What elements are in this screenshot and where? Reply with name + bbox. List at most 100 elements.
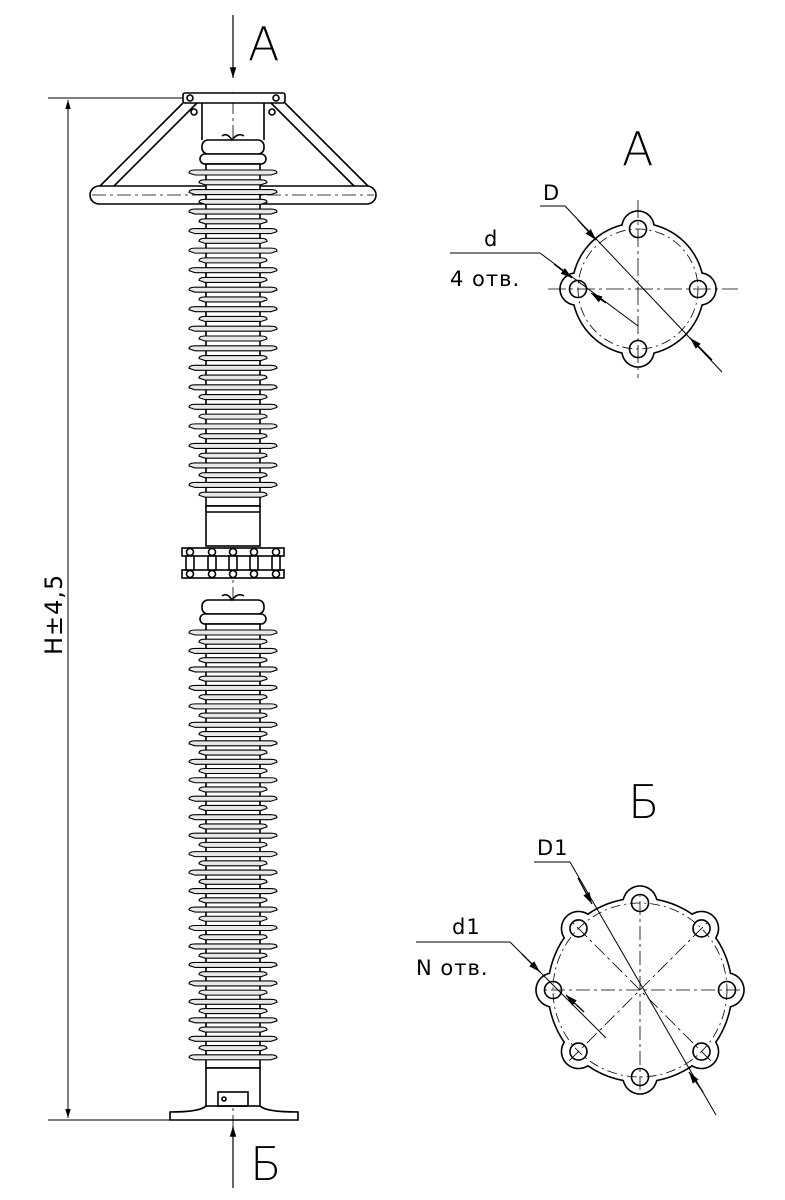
bolt-nut bbox=[228, 547, 238, 557]
bolt-nut bbox=[185, 547, 195, 557]
lower-shed bbox=[188, 1035, 278, 1042]
flange-b-hole bbox=[692, 919, 711, 938]
upper-shed bbox=[198, 394, 268, 401]
upper-shed bbox=[188, 208, 278, 215]
flange-b-view bbox=[416, 861, 745, 1116]
lower-shed bbox=[188, 647, 278, 655]
bolt-nut bbox=[271, 569, 281, 579]
lower-shed bbox=[198, 657, 268, 664]
flange-a-hole-count-label: 4 отв. bbox=[450, 267, 520, 291]
upper-shed bbox=[188, 442, 278, 449]
flange-a-view bbox=[450, 200, 738, 378]
upper-shed bbox=[198, 198, 268, 205]
upper-shed bbox=[198, 374, 268, 381]
height-dimension-label: H±4,5 bbox=[40, 574, 68, 655]
lower-shed bbox=[188, 703, 278, 710]
flange-b-hole-diameter-label: d1 bbox=[452, 915, 481, 939]
lower-shed bbox=[198, 952, 268, 959]
view-b-title: Б bbox=[628, 775, 660, 829]
flange-b-hole-count-label: N отв. bbox=[416, 956, 489, 980]
lower-shed bbox=[188, 906, 278, 913]
lower-shed bbox=[188, 961, 278, 968]
upper-shed bbox=[198, 237, 268, 244]
flange-b-hole bbox=[569, 919, 588, 938]
upper-shed bbox=[188, 306, 278, 313]
lower-shed bbox=[188, 814, 278, 821]
lower-shed bbox=[198, 841, 268, 848]
flange-b-hole bbox=[630, 893, 650, 913]
lower-shed bbox=[188, 924, 278, 932]
upper-shed bbox=[188, 364, 278, 371]
lower-shed bbox=[188, 980, 278, 987]
lower-shed bbox=[198, 1044, 268, 1052]
upper-shed bbox=[188, 228, 278, 235]
flange-a-hole bbox=[568, 279, 588, 299]
base-fitting bbox=[169, 1067, 299, 1121]
lower-shed bbox=[198, 860, 268, 867]
upper-shed bbox=[188, 462, 278, 469]
bolt-nut bbox=[249, 547, 259, 557]
lower-shed bbox=[188, 1054, 278, 1061]
upper-shed bbox=[188, 169, 278, 176]
flange-a-hole-diameter-label: d bbox=[484, 227, 498, 251]
lower-shed bbox=[198, 989, 268, 996]
bolt-nut bbox=[207, 569, 217, 579]
lower-shed bbox=[198, 749, 268, 756]
upper-shed bbox=[198, 491, 268, 498]
flange-b-hole bbox=[630, 1067, 650, 1087]
lower-shed bbox=[198, 1026, 268, 1033]
lower-shed bbox=[188, 777, 278, 784]
upper-shed-column bbox=[188, 163, 278, 507]
upper-shed bbox=[198, 335, 268, 342]
lower-shed bbox=[188, 851, 278, 858]
lower-shed bbox=[198, 971, 268, 978]
flange-b-hole bbox=[717, 980, 737, 1000]
flange-a-outer-diameter-label: D bbox=[543, 181, 560, 205]
bolt-nut bbox=[185, 569, 195, 579]
flange-b-outer-diameter-label: D1 bbox=[537, 836, 569, 860]
upper-shed bbox=[198, 354, 268, 362]
upper-shed bbox=[188, 188, 278, 196]
upper-shed bbox=[198, 179, 268, 186]
lower-shed bbox=[188, 684, 278, 691]
flange-a-hole bbox=[628, 219, 648, 239]
lower-shed bbox=[198, 804, 268, 811]
flange-bolt bbox=[207, 555, 217, 571]
lower-shed bbox=[198, 731, 268, 738]
flange-b-axis-line bbox=[569, 919, 711, 1061]
upper-shed bbox=[198, 218, 268, 225]
lower-shed bbox=[198, 897, 268, 904]
upper-shed bbox=[188, 247, 278, 254]
view-b-arrow-label: Б bbox=[250, 1137, 282, 1191]
lower-shed-column bbox=[188, 623, 278, 1069]
flange-bolt bbox=[185, 555, 195, 571]
lower-shed bbox=[188, 721, 278, 728]
lower-shed bbox=[198, 786, 268, 793]
upper-shed bbox=[198, 315, 268, 323]
flange-b-hole bbox=[569, 1042, 588, 1061]
upper-shed bbox=[198, 433, 268, 440]
lower-shed bbox=[188, 629, 278, 636]
upper-shed bbox=[198, 257, 268, 264]
lower-shed bbox=[198, 712, 268, 719]
lower-shed bbox=[198, 823, 268, 830]
upper-shed bbox=[188, 286, 278, 293]
upper-shed bbox=[188, 345, 278, 352]
lower-shed bbox=[188, 888, 278, 895]
upper-shed bbox=[198, 296, 268, 303]
lower-shed bbox=[198, 675, 268, 682]
flange-bolt bbox=[249, 555, 259, 571]
upper-shed bbox=[188, 481, 278, 489]
lower-shed bbox=[188, 740, 278, 747]
lower-shed bbox=[188, 943, 278, 950]
upper-shed bbox=[188, 325, 278, 332]
view-a-title: А bbox=[622, 122, 653, 176]
insulator-column bbox=[89, 15, 377, 1188]
lower-shed bbox=[198, 934, 268, 941]
upper-shed bbox=[188, 267, 278, 274]
flange-b-hole bbox=[692, 1042, 711, 1061]
upper-shed bbox=[198, 276, 268, 283]
lower-shed bbox=[198, 638, 268, 645]
top-fitting bbox=[199, 133, 267, 165]
upper-shed bbox=[198, 472, 268, 479]
